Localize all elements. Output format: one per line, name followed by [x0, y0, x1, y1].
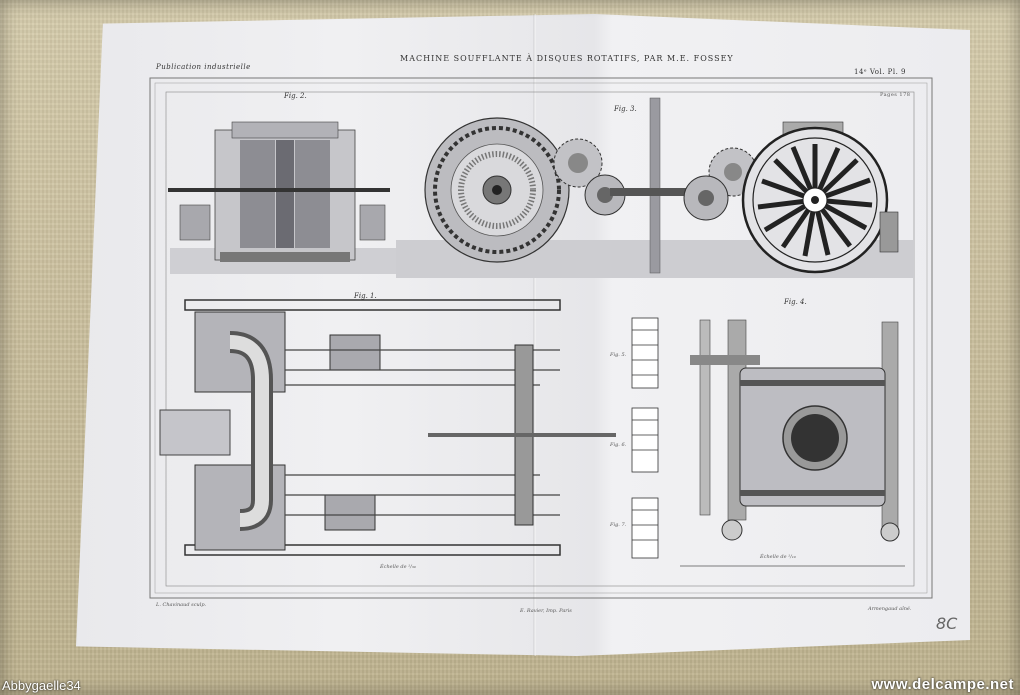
fig1-plan: [159, 299, 616, 556]
handwritten-mark: 8C: [936, 614, 958, 633]
plate-number: 14ᵉ Vol. Pl. 9: [854, 68, 907, 76]
scale-left-label: Échelle de ¹/₃₀: [379, 562, 416, 570]
engraver-credit: L. Chavinaud sculp.: [156, 602, 207, 608]
fig6-label: Fig. 6.: [609, 442, 627, 448]
outer-border: [149, 77, 933, 599]
fig7-label: Fig. 7.: [609, 522, 627, 528]
scale-right-label: Échelle de ¹/₁₀: [759, 552, 796, 560]
draftsman-credit: Armengaud aîné.: [868, 606, 912, 612]
fig4-elevation: [680, 319, 905, 567]
drawing-border: [165, 91, 915, 587]
fig1-label: Fig. 1.: [353, 292, 377, 300]
inner-border: [154, 82, 928, 594]
fig5-label: Fig. 5.: [609, 352, 627, 358]
fig3-elevation: [396, 97, 914, 278]
plate-title: MACHINE SOUFFLANTE À DISQUES ROTATIFS, P…: [400, 54, 734, 63]
fig5-7-details: [631, 317, 659, 559]
center-fold: [533, 14, 536, 656]
fig4-label: Fig. 4.: [783, 298, 807, 306]
fig2-label: Fig. 2.: [283, 92, 307, 100]
fig3-label: Fig. 3.: [613, 105, 637, 113]
seller-watermark: Abbygaelle34: [2, 678, 81, 693]
publication-label: Publication industrielle: [156, 63, 251, 71]
printer-credit: E. Ravier, Imp. Paris: [520, 608, 572, 614]
site-watermark: www.delcampe.net: [871, 676, 1014, 693]
page-ref: Pages 178: [880, 92, 911, 98]
